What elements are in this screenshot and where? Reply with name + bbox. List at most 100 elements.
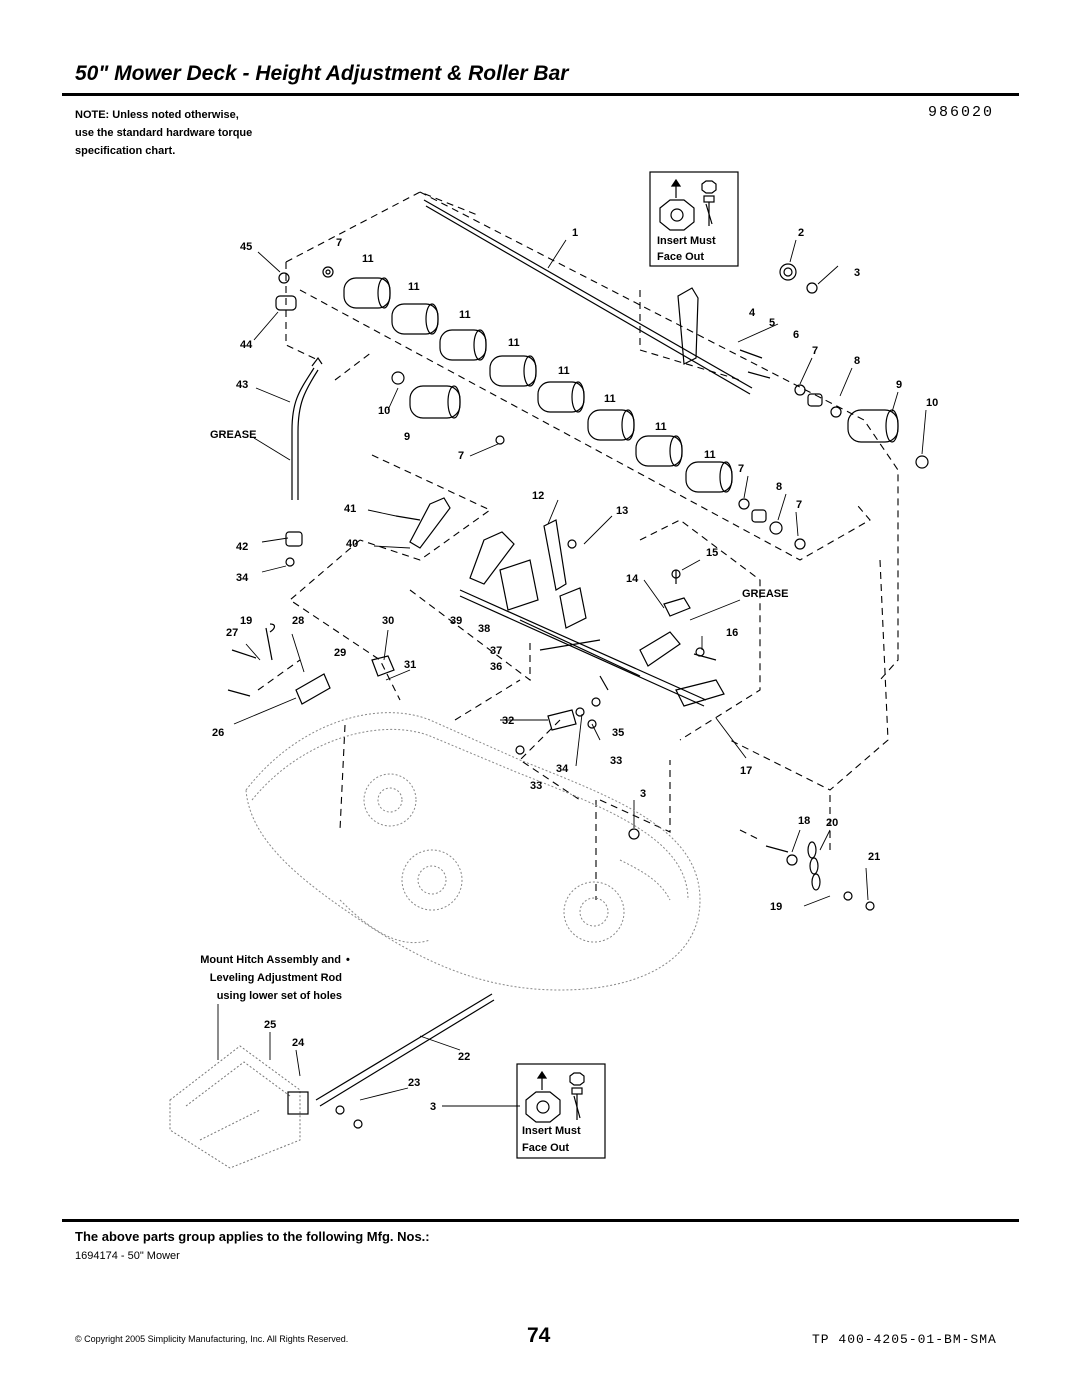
hitch-note-line1: Mount Hitch Assembly and xyxy=(200,954,341,966)
part-number: 11 xyxy=(655,421,667,433)
part-number: 10 xyxy=(926,397,938,409)
part-number: 33 xyxy=(530,780,542,792)
part-number: 41 xyxy=(344,503,356,515)
part-number: 34 xyxy=(236,572,249,584)
part-number: 9 xyxy=(404,431,410,443)
part-number: 7 xyxy=(796,499,802,511)
part-number: 42 xyxy=(236,541,248,553)
part-number: 11 xyxy=(508,337,520,349)
page-title: 50" Mower Deck - Height Adjustment & Rol… xyxy=(75,62,569,85)
title-rule xyxy=(62,93,1019,96)
part-number: 2 xyxy=(798,227,804,239)
height-adjust-brackets xyxy=(295,287,725,731)
part-number: 26 xyxy=(212,727,224,739)
footer-rule xyxy=(62,1219,1019,1222)
insert-top-line2: Face Out xyxy=(657,251,704,263)
part-number: 1 xyxy=(572,227,578,239)
part-number: 7 xyxy=(336,237,342,249)
torque-note: NOTE: Unless noted otherwise, use the st… xyxy=(75,106,355,160)
adjustment-lever-rod xyxy=(291,356,323,500)
leveling-rod xyxy=(287,993,495,1115)
part-number: 32 xyxy=(502,715,514,727)
part-number: 29 xyxy=(334,647,346,659)
part-number: 9 xyxy=(896,379,902,391)
grease-label-right: GREASE xyxy=(742,588,788,600)
document-number: TP 400-4205-01-BM-SMA xyxy=(812,1332,997,1347)
part-number: 21 xyxy=(868,851,880,863)
part-number: 22 xyxy=(458,1051,470,1063)
hardware-items xyxy=(275,263,929,1129)
part-number: 37 xyxy=(490,645,502,657)
part-number: 3 xyxy=(430,1101,436,1113)
part-number: 27 xyxy=(226,627,238,639)
part-number: 4 xyxy=(749,307,756,319)
hitch-bracket xyxy=(169,1045,301,1169)
hitch-note-line2: Leveling Adjustment Rod xyxy=(210,972,342,984)
bolts xyxy=(227,349,789,853)
part-number: 43 xyxy=(236,379,248,391)
part-number: 34 xyxy=(556,763,569,775)
part-number: 11 xyxy=(604,393,616,405)
part-number: 20 xyxy=(826,817,838,829)
part-number-labels: 1 2 3 4 5 6 7 8 9 10 7 45 11 11 11 11 11… xyxy=(212,227,938,1113)
part-number: 11 xyxy=(408,281,420,293)
roller-row xyxy=(343,277,899,493)
copyright: © Copyright 2005 Simplicity Manufacturin… xyxy=(75,1334,349,1344)
part-number: 5 xyxy=(769,317,775,329)
part-number: 15 xyxy=(706,547,718,559)
grease-label-left: GREASE xyxy=(210,429,256,441)
part-number: 19 xyxy=(770,901,782,913)
note-line-1: NOTE: Unless noted otherwise, xyxy=(75,109,239,121)
part-number: 39 xyxy=(450,615,462,627)
part-number: 44 xyxy=(240,339,253,351)
part-number: 25 xyxy=(264,1019,276,1031)
part-number: 7 xyxy=(458,450,464,462)
roller-shaft xyxy=(423,199,753,395)
applies-heading: The above parts group applies to the fol… xyxy=(75,1229,430,1244)
part-number: 11 xyxy=(362,253,374,265)
part-number: 45 xyxy=(240,241,252,253)
part-number: 12 xyxy=(532,490,544,502)
part-number: 35 xyxy=(612,727,624,739)
part-number: 40 xyxy=(346,538,358,550)
part-number: 24 xyxy=(292,1037,305,1049)
hitch-note-line3: using lower set of holes xyxy=(217,990,342,1002)
part-number: 6 xyxy=(793,329,799,341)
part-number: 33 xyxy=(610,755,622,767)
part-number: 11 xyxy=(704,449,716,461)
part-number: 31 xyxy=(404,659,416,671)
part-number: 16 xyxy=(726,627,738,639)
part-number: 3 xyxy=(640,788,646,800)
insert-bottom-line1: Insert Must xyxy=(522,1125,581,1137)
mfg-number: 1694174 - 50" Mower xyxy=(75,1250,180,1262)
part-number: 11 xyxy=(558,365,570,377)
part-number: 13 xyxy=(616,505,628,517)
part-number: 28 xyxy=(292,615,304,627)
part-number: 38 xyxy=(478,623,490,635)
part-number: 7 xyxy=(738,463,744,475)
part-number: 23 xyxy=(408,1077,420,1089)
part-number: 7 xyxy=(812,345,818,357)
insert-box-top xyxy=(649,171,739,267)
cross-shafts xyxy=(459,589,707,707)
insert-bottom-line2: Face Out xyxy=(522,1142,569,1154)
part-number: 19 xyxy=(240,615,252,627)
note-line-2: use the standard hardware torque xyxy=(75,127,253,139)
part-number: 36 xyxy=(490,661,502,673)
part-number: 10 xyxy=(378,405,390,417)
part-number: 18 xyxy=(798,815,810,827)
leader-lines xyxy=(217,239,927,1107)
insert-top-label: Insert Must Face Out xyxy=(657,235,716,263)
part-number: 30 xyxy=(382,615,394,627)
figure-number: 986020 xyxy=(928,104,995,121)
mower-deck-outline xyxy=(245,712,701,991)
part-number: 8 xyxy=(854,355,860,367)
part-number: 3 xyxy=(854,267,860,279)
part-number: 8 xyxy=(776,481,782,493)
spring xyxy=(265,623,276,661)
hitch-note-bullet: • xyxy=(346,954,350,966)
part-number: 14 xyxy=(626,573,639,585)
note-line-3: specification chart. xyxy=(75,145,176,157)
part-number: 11 xyxy=(459,309,471,321)
